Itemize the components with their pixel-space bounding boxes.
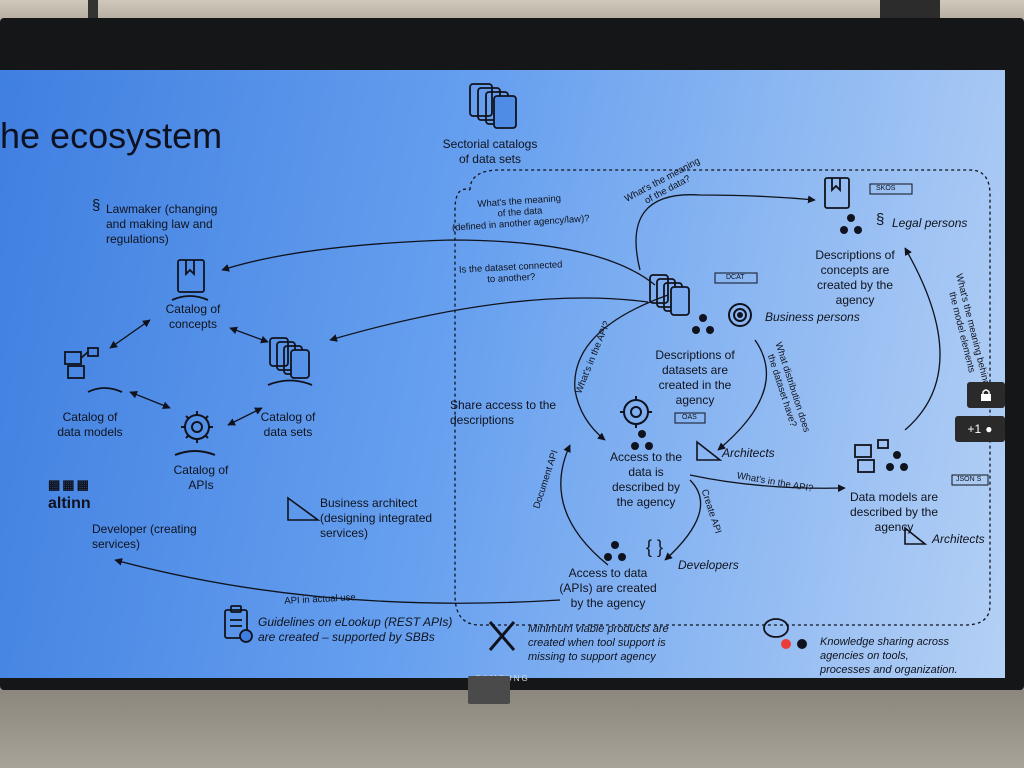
legend-knowledge: Knowledge sharing across agencies on too… [820, 636, 958, 676]
book-icon-skos [824, 177, 850, 209]
stack-icon-datasets [267, 337, 313, 386]
tag-boxes [674, 183, 989, 486]
concepts-description-label: Descriptions of concepts are created by … [815, 248, 895, 307]
section-icon-lawmaker: § [92, 197, 101, 214]
target-icon [728, 303, 752, 327]
catalog-concepts-label: Catalog of concepts [165, 302, 221, 331]
catalog-apis-label: Catalog of APIs [173, 463, 229, 492]
book-icon-concepts [171, 259, 209, 301]
knowledge-icon [763, 618, 807, 649]
skos-tag: SKOS [876, 185, 896, 192]
user-icon: ● [985, 422, 993, 436]
datamodel-icon-left [64, 347, 123, 393]
json-s-tag: JSON S [956, 476, 982, 483]
mount-pole-left [88, 0, 98, 30]
clipboard-icon [224, 605, 253, 643]
developers-label: Developers [678, 558, 739, 572]
dcat-tag: DCAT [726, 274, 745, 281]
apis-created-label: Access to data (APIs) are created by the… [559, 566, 657, 610]
floor [0, 690, 1024, 768]
slide-title: he ecosystem [0, 115, 223, 156]
stack-icon-top [469, 83, 517, 129]
architects-label-2: Architects [932, 532, 985, 546]
business-persons-label: Business persons [765, 310, 860, 324]
participants-count: +1 [967, 422, 982, 436]
sectorial-catalogs-label: Sectorial catalogs of data sets [442, 137, 538, 166]
braces-icon: { } [646, 537, 664, 557]
participants-button[interactable]: +1 ● [955, 416, 1005, 442]
diagram-lines [64, 83, 991, 651]
catalog-data-sets-label: Catalog of data sets [260, 410, 316, 439]
architects-label-1: Architects [722, 446, 775, 460]
altinn-logo-mark: ▦▦▦ [48, 477, 91, 492]
datamodel-icon-right [854, 439, 889, 473]
developer-label: Developer (creating services) [92, 522, 197, 551]
people-icons [604, 214, 908, 561]
lawmaker-label: Lawmaker (changing and making law and re… [106, 202, 218, 246]
oas-tag: OAS [682, 414, 697, 421]
legend-mvp: Minimum viable products are created when… [528, 623, 669, 663]
data-models-description-label: Data models are described by the agency [849, 490, 939, 534]
gear-icon-oas [620, 396, 652, 428]
altinn-logo: altinn [48, 495, 91, 512]
legend-guidelines: Guidelines on eLookup (REST APIs) are cr… [258, 615, 453, 644]
monitor-stand [468, 676, 510, 704]
tools-icon [488, 621, 516, 651]
section-icon-legal: § [876, 211, 885, 228]
monitor: he ecosystem Sectorial catalogs of data … [0, 18, 1024, 690]
stack-icon-dcat [649, 274, 690, 316]
access-data-label: Access to the data is described by the a… [609, 450, 683, 509]
share-access-label: Share access to the descriptions [450, 398, 557, 427]
slide-screen: he ecosystem Sectorial catalogs of data … [0, 70, 1005, 678]
lock-icon [981, 389, 991, 401]
lock-button[interactable] [967, 382, 1005, 408]
catalog-data-models-label: Catalog of data models [57, 410, 123, 439]
agency-boundary [454, 169, 991, 626]
legal-persons-label: Legal persons [892, 216, 968, 230]
datasets-description-label: Descriptions of datasets are created in … [655, 348, 735, 407]
gear-icon-apis [174, 411, 216, 456]
business-architect-label: Business architect (designing integrated… [320, 496, 433, 540]
triangle-ruler-icons [287, 440, 928, 545]
